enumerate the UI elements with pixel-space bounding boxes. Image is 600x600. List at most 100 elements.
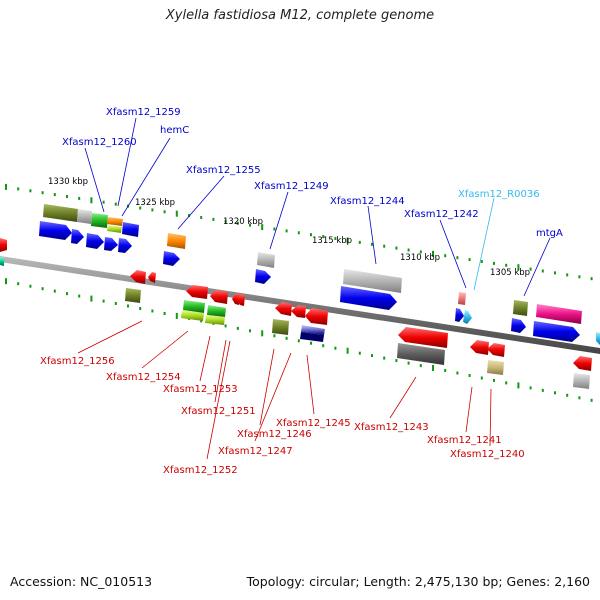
- gene-feature[interactable]: [107, 225, 122, 233]
- gene-feature[interactable]: [118, 238, 132, 253]
- gene-label[interactable]: Xfasm12_1253: [163, 384, 238, 395]
- gene-feature[interactable]: [343, 269, 402, 293]
- gene-label[interactable]: Xfasm12_1252: [163, 465, 238, 476]
- gene-feature[interactable]: [0, 257, 4, 266]
- gene-label[interactable]: Xfasm12_1254: [106, 372, 181, 383]
- gene-feature[interactable]: [0, 238, 7, 252]
- minor-tick: [139, 307, 142, 310]
- major-tick: [261, 224, 264, 231]
- major-tick: [517, 382, 520, 389]
- gene-feature[interactable]: [43, 204, 78, 222]
- gene-feature[interactable]: [237, 294, 245, 306]
- gene-feature[interactable]: [305, 308, 328, 325]
- minor-tick: [200, 319, 203, 323]
- gene-feature[interactable]: [210, 290, 228, 304]
- gene-label[interactable]: Xfasm12_1246: [237, 429, 312, 440]
- gene-feature[interactable]: [272, 319, 289, 335]
- gene-feature[interactable]: [257, 252, 275, 268]
- minor-tick: [590, 277, 593, 281]
- minor-tick: [285, 336, 288, 340]
- gene-feature[interactable]: [573, 356, 592, 371]
- gene-feature[interactable]: [163, 251, 180, 266]
- gene-feature[interactable]: [130, 270, 146, 284]
- major-tick: [261, 330, 264, 337]
- gene-feature[interactable]: [91, 213, 108, 228]
- gene-feature[interactable]: [513, 300, 528, 316]
- minor-tick: [212, 217, 215, 221]
- gene-label[interactable]: mtgA: [536, 228, 563, 239]
- gene-feature[interactable]: [207, 305, 226, 317]
- gene-feature[interactable]: [125, 288, 141, 303]
- minor-tick: [456, 256, 459, 260]
- gene-label[interactable]: Xfasm12_1249: [254, 181, 329, 192]
- minor-tick: [139, 206, 142, 210]
- gene-label[interactable]: Xfasm12_R0036: [458, 189, 540, 200]
- gene-feature[interactable]: [511, 318, 526, 333]
- minor-tick: [407, 248, 410, 252]
- gene-label[interactable]: Xfasm12_1243: [354, 422, 429, 433]
- minor-tick: [114, 202, 117, 206]
- major-tick: [432, 365, 434, 371]
- minor-tick: [541, 388, 544, 392]
- gene-label[interactable]: Xfasm12_1260: [62, 137, 137, 148]
- gene-feature[interactable]: [596, 332, 600, 345]
- gene-label[interactable]: Xfasm12_1242: [404, 209, 479, 220]
- gene-label[interactable]: Xfasm12_1259: [106, 107, 181, 118]
- gene-label[interactable]: Xfasm12_1255: [186, 165, 261, 176]
- minor-tick: [444, 254, 447, 258]
- gene-label[interactable]: hemC: [160, 125, 189, 136]
- gene-feature[interactable]: [533, 321, 580, 342]
- scale-label-1315: 1315 kbp: [312, 236, 352, 246]
- minor-tick: [468, 258, 471, 262]
- gene-feature[interactable]: [397, 343, 445, 365]
- gene-label[interactable]: Xfasm12_1256: [40, 356, 115, 367]
- minor-tick: [102, 200, 105, 204]
- gene-feature[interactable]: [487, 343, 505, 357]
- gene-feature[interactable]: [181, 310, 204, 321]
- gene-feature[interactable]: [122, 222, 139, 237]
- minor-tick: [127, 304, 129, 308]
- gene-label[interactable]: Xfasm12_1247: [218, 446, 293, 457]
- gene-feature[interactable]: [77, 209, 92, 224]
- minor-tick: [505, 263, 508, 267]
- gene-feature[interactable]: [167, 233, 186, 249]
- gene-feature[interactable]: [573, 373, 590, 389]
- gene-feature[interactable]: [455, 308, 464, 322]
- gene-feature[interactable]: [340, 286, 397, 310]
- gene-feature[interactable]: [183, 300, 205, 313]
- gene-feature[interactable]: [71, 229, 84, 244]
- minor-tick: [480, 376, 483, 380]
- gene-feature[interactable]: [104, 237, 118, 251]
- gene-feature[interactable]: [463, 310, 472, 324]
- gene-feature[interactable]: [291, 305, 306, 318]
- gene-feature[interactable]: [275, 302, 292, 316]
- gene-feature[interactable]: [301, 325, 325, 335]
- minor-tick: [163, 210, 166, 214]
- gene-label[interactable]: Xfasm12_1241: [427, 435, 502, 446]
- major-tick: [346, 237, 349, 244]
- gene-feature[interactable]: [458, 292, 466, 305]
- gene-label[interactable]: Xfasm12_1244: [330, 196, 405, 207]
- gene-feature[interactable]: [255, 269, 271, 284]
- gene-feature[interactable]: [186, 285, 208, 299]
- gene-label[interactable]: Xfasm12_1245: [276, 418, 351, 429]
- minor-tick: [529, 386, 532, 390]
- minor-tick: [578, 275, 581, 279]
- scale-label-1320: 1320 kbp: [223, 217, 263, 227]
- gene-label[interactable]: Xfasm12_1240: [450, 449, 525, 460]
- gene-feature[interactable]: [300, 332, 324, 342]
- gene-feature[interactable]: [232, 293, 240, 305]
- gene-feature[interactable]: [205, 315, 225, 325]
- minor-tick: [566, 273, 569, 277]
- major-tick: [175, 312, 178, 319]
- gene-feature[interactable]: [148, 272, 156, 283]
- gene-feature[interactable]: [86, 233, 104, 249]
- gene-label[interactable]: Xfasm12_1251: [181, 406, 256, 417]
- gene-feature[interactable]: [470, 340, 489, 355]
- gene-feature[interactable]: [39, 221, 72, 240]
- gene-feature[interactable]: [536, 304, 582, 324]
- gene-feature[interactable]: [487, 360, 504, 375]
- gene-feature[interactable]: [398, 327, 448, 348]
- minor-tick: [383, 244, 386, 248]
- gene-feature[interactable]: [107, 217, 123, 226]
